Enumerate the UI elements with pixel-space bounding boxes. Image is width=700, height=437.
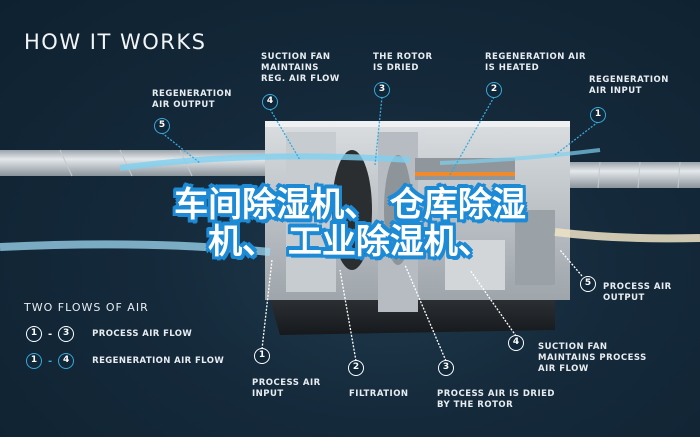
- callout-label-filtration: FILTRATION: [349, 389, 409, 399]
- callout-number-top-1: 1: [590, 107, 606, 123]
- legend-from-number: 1: [26, 326, 42, 342]
- callout-label-regeneration-air-output: REGENERATION AIR OUTPUT: [152, 89, 232, 110]
- callout-number-bottom-1: 1: [254, 348, 270, 364]
- callout-label-rotor-dried: THE ROTOR IS DRIED: [373, 52, 433, 73]
- right-duct: [565, 161, 700, 189]
- legend-dash: -: [48, 328, 53, 340]
- legend-title: TWO FLOWS OF AIR: [24, 301, 149, 314]
- callout-number-top-4: 4: [262, 94, 278, 110]
- legend-label: REGENERATION AIR FLOW: [92, 356, 225, 366]
- machine-body: [265, 121, 570, 335]
- overlay-text-line-2: 机、 工业除湿机、: [208, 222, 492, 262]
- legend-to-number: 4: [58, 353, 75, 369]
- page-title: HOW IT WORKS: [24, 30, 207, 54]
- legend-to-number: 3: [58, 326, 75, 342]
- legend-row-process-air: 1 - 3 PROCESS AIR FLOW: [26, 326, 192, 342]
- legend-from-number: 1: [26, 353, 42, 369]
- callout-number-bottom-5: 5: [580, 276, 596, 292]
- callout-number-top-2: 2: [486, 82, 502, 98]
- legend-dash: -: [48, 355, 53, 367]
- callout-label-reg-air-input: REGENERATION AIR INPUT: [589, 75, 669, 96]
- overlay-text-line-1: 车间除湿机、 仓库除湿: [174, 185, 526, 225]
- callout-number-top-5: 5: [154, 118, 170, 134]
- callout-label-reg-air-heated: REGENERATION AIR IS HEATED: [485, 52, 587, 73]
- callout-label-suction-fan-process: SUCTION FAN MAINTAINS PROCESS AIR FLOW: [538, 342, 647, 374]
- legend-label: PROCESS AIR FLOW: [92, 329, 193, 339]
- callout-label-suction-fan-reg: SUCTION FAN MAINTAINS REG. AIR FLOW: [261, 52, 340, 84]
- callout-number-bottom-3: 3: [438, 360, 454, 376]
- callout-number-bottom-4: 4: [508, 335, 524, 351]
- callout-label-process-air-input: PROCESS AIR INPUT: [252, 378, 321, 399]
- callout-number-bottom-2: 2: [348, 360, 364, 376]
- callout-label-process-air-output: PROCESS AIR OUTPUT: [603, 282, 672, 303]
- callout-label-process-air-dried: PROCESS AIR IS DRIED BY THE ROTOR: [437, 389, 555, 410]
- callout-number-top-3: 3: [374, 82, 390, 98]
- legend-row-regeneration-air: 1 - 4 REGENERATION AIR FLOW: [26, 353, 224, 369]
